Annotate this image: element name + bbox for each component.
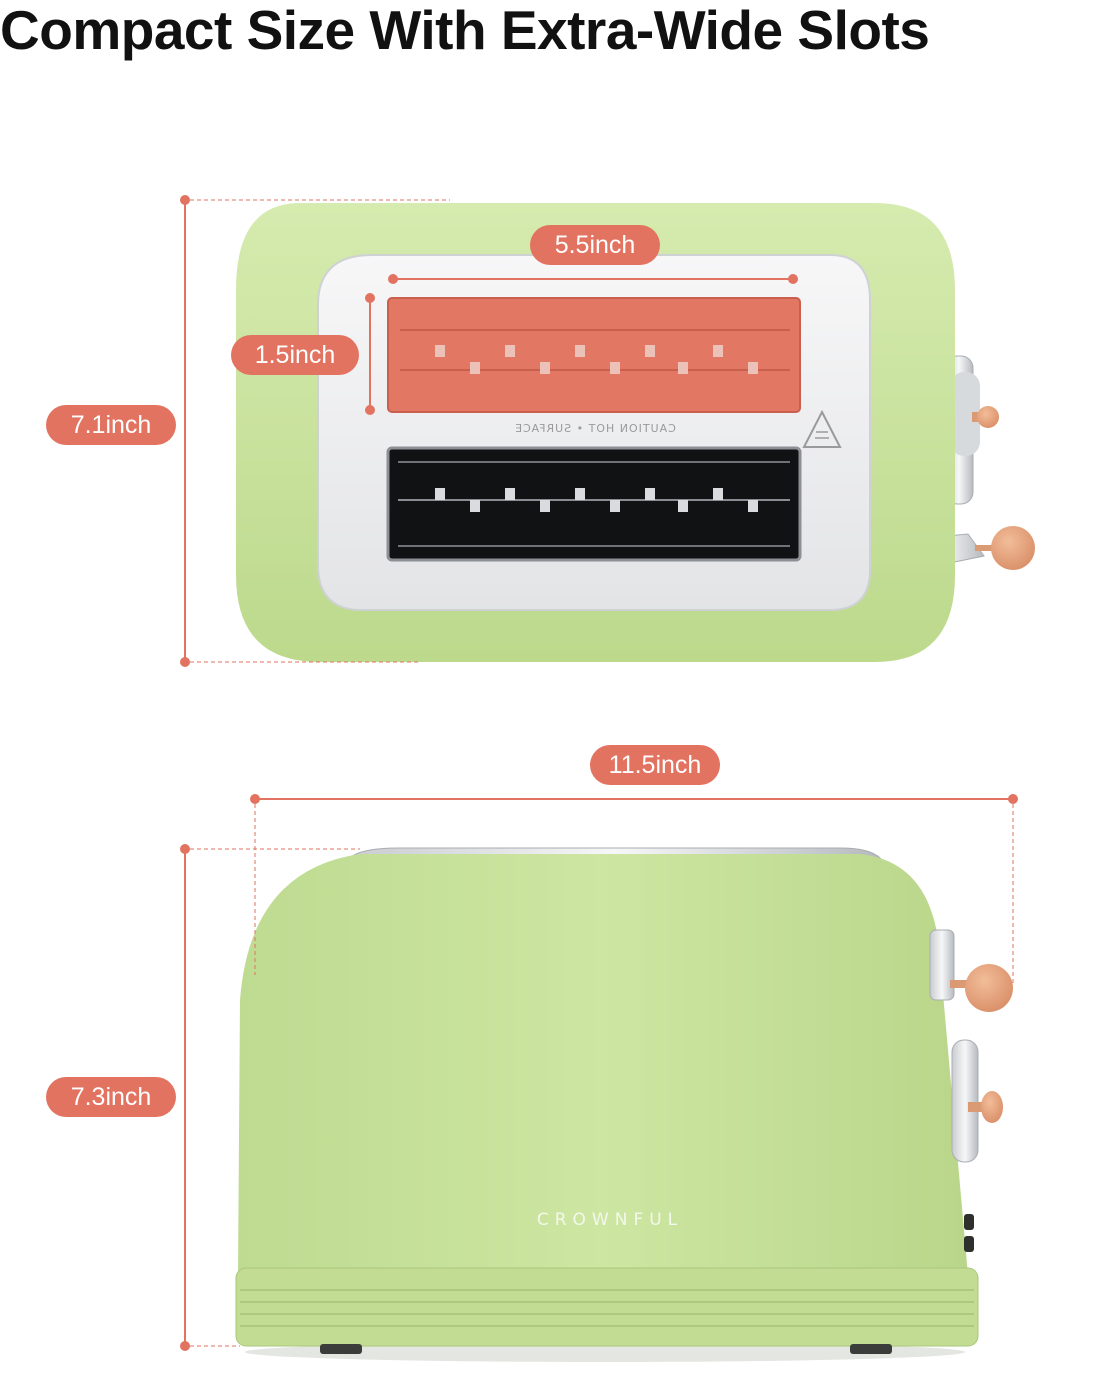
side-base	[235, 1267, 979, 1347]
slot-width-label: 1.5inch	[231, 335, 359, 375]
brand-logo-text: CROWNFUL	[536, 1210, 684, 1230]
headline: Compact Size With Extra-Wide Slots	[0, 0, 930, 61]
slot-length-dimension-line	[388, 274, 798, 284]
length-label: 11.5inch	[590, 745, 720, 785]
slot-dark	[386, 446, 802, 562]
caution-text: CAUTION HOT • SURFACE	[514, 422, 676, 435]
length-dimension-line	[250, 794, 1018, 985]
side-shade-dial	[951, 1039, 1003, 1163]
depth-label: 7.1inch	[46, 405, 176, 445]
side-view-toaster	[235, 847, 1013, 1362]
top-view-toaster	[236, 203, 1035, 662]
side-lever	[929, 929, 1013, 1012]
height-dimension-line	[180, 844, 360, 1351]
hot-warning-icon	[802, 409, 842, 448]
depth-dimension-line	[180, 195, 450, 667]
height-label: 7.3inch	[46, 1077, 176, 1117]
slot-length-label: 5.5inch	[530, 225, 660, 265]
slot-width-dimension-line	[365, 293, 375, 415]
slot-highlighted	[387, 297, 801, 413]
side-body-shell	[238, 854, 968, 1275]
